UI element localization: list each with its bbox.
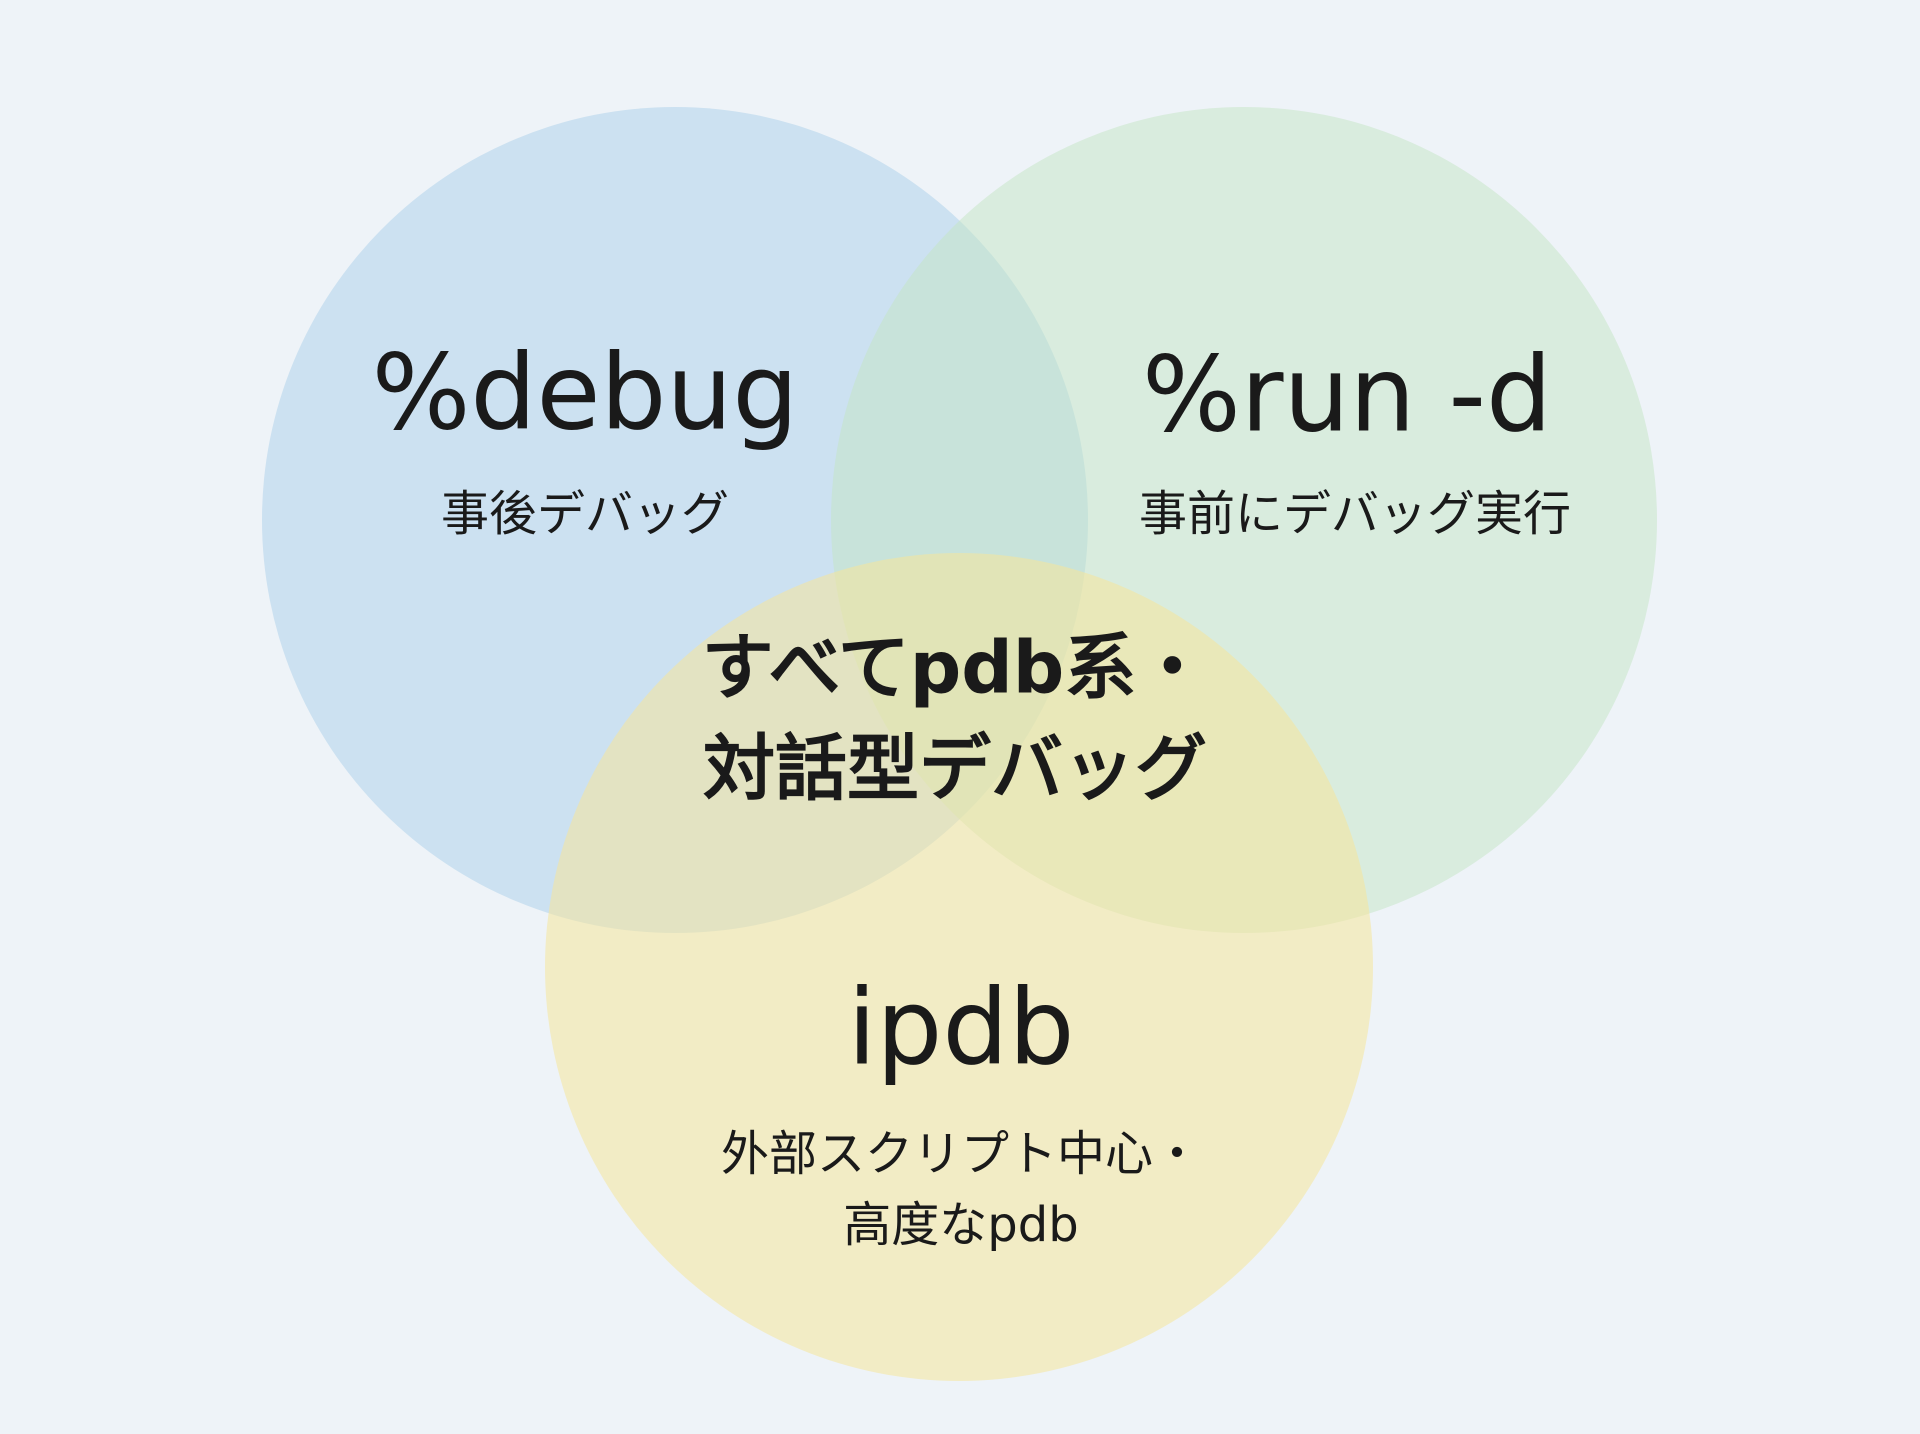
intersection-line1: すべてpdb系・ xyxy=(702,626,1209,710)
debug-subtitle: 事後デバッグ xyxy=(441,486,729,542)
run-subtitle: 事前にデバッグ実行 xyxy=(1139,486,1571,542)
ipdb-subtitle-line1: 外部スクリプト中心・ xyxy=(721,1126,1201,1182)
debug-title: %debug xyxy=(372,331,799,453)
ipdb-title: ipdb xyxy=(848,966,1075,1088)
intersection-line2: 対話型デバッグ xyxy=(703,727,1207,811)
ipdb-subtitle-line2: 高度なpdb xyxy=(843,1197,1078,1253)
run-title: %run -d xyxy=(1142,333,1552,455)
ipdb-circle xyxy=(545,553,1373,1381)
